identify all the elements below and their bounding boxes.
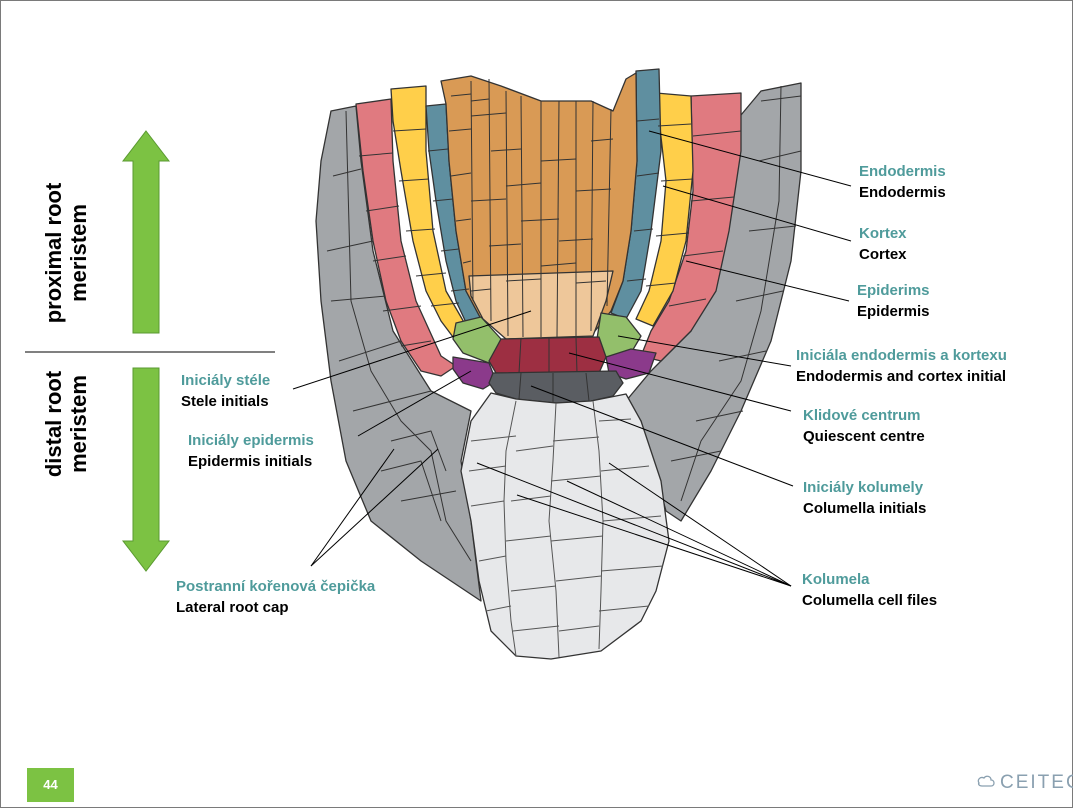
- label-epidermis-initials-en: Epidermis initials: [188, 451, 314, 472]
- ceitec-logo-icon: [976, 774, 996, 790]
- label-endo-cortex-initial: Iniciála endodermis a kortexu Endodermis…: [796, 345, 1007, 387]
- label-epiderims-en: Epidermis: [857, 301, 930, 322]
- ceitec-logo: CEITEC: [976, 770, 1073, 796]
- label-quiescent-en: Quiescent centre: [803, 426, 925, 447]
- label-epiderims: Epiderims Epidermis: [857, 280, 930, 322]
- label-kortex-en: Cortex: [859, 244, 907, 265]
- label-lateral-root-cap: Postranní kořenová čepička Lateral root …: [176, 576, 375, 618]
- quiescent-centre: [489, 337, 606, 373]
- root-tip: [316, 69, 801, 659]
- label-kortex-cz: Kortex: [859, 223, 907, 244]
- label-columella: Kolumela Columella cell files: [802, 569, 937, 611]
- label-columella-initials-en: Columella initials: [803, 498, 926, 519]
- label-columella-initials: Iniciály kolumely Columella initials: [803, 477, 926, 519]
- label-epidermis-initials-cz: Iniciály epidermis: [188, 430, 314, 451]
- label-quiescent: Klidové centrum Quiescent centre: [803, 405, 925, 447]
- label-quiescent-cz: Klidové centrum: [803, 405, 925, 426]
- distal-line-2: meristem: [66, 339, 91, 509]
- proximal-meristem-label: proximal root meristem: [41, 153, 91, 353]
- label-columella-cz: Kolumela: [802, 569, 937, 590]
- label-endodermis-cz: Endodermis: [859, 161, 946, 182]
- label-columella-initials-cz: Iniciály kolumely: [803, 477, 926, 498]
- proximal-line-2: meristem: [66, 153, 91, 353]
- label-endodermis: Endodermis Endodermis: [859, 161, 946, 203]
- distal-line-1: distal root: [41, 339, 66, 509]
- label-columella-en: Columella cell files: [802, 590, 937, 611]
- label-lateral-root-cap-cz: Postranní kořenová čepička: [176, 576, 375, 597]
- label-endo-cortex-initial-cz: Iniciála endodermis a kortexu: [796, 345, 1007, 366]
- down-arrow-icon: [123, 368, 169, 571]
- label-stele-initials-cz: Iniciály stéle: [181, 370, 270, 391]
- label-stele-initials-en: Stele initials: [181, 391, 270, 412]
- page-number: 44: [27, 768, 74, 802]
- label-epidermis-initials: Iniciály epidermis Epidermis initials: [188, 430, 314, 472]
- proximal-line-1: proximal root: [41, 153, 66, 353]
- ceitec-logo-text: CEITEC: [1000, 772, 1073, 793]
- label-stele-initials: Iniciály stéle Stele initials: [181, 370, 270, 412]
- label-kortex: Kortex Cortex: [859, 223, 907, 265]
- up-arrow-icon: [123, 131, 169, 333]
- label-endo-cortex-initial-en: Endodermis and cortex initial: [796, 366, 1007, 387]
- distal-meristem-label: distal root meristem: [41, 339, 91, 509]
- label-epiderims-cz: Epiderims: [857, 280, 930, 301]
- label-endodermis-en: Endodermis: [859, 182, 946, 203]
- label-lateral-root-cap-en: Lateral root cap: [176, 597, 375, 618]
